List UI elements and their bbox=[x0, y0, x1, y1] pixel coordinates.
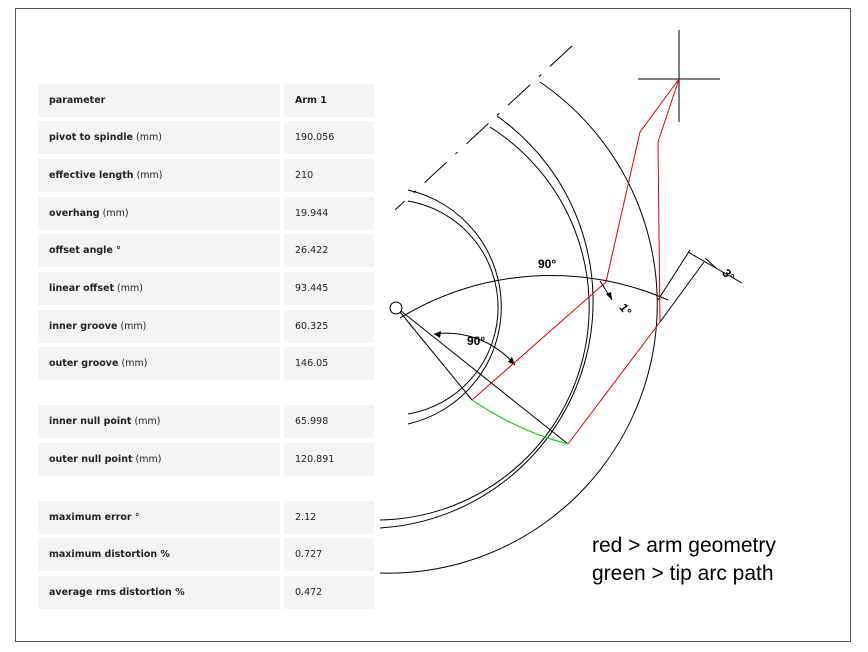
row-label: overhang bbox=[49, 208, 100, 219]
table-row: pivot to spindle (mm) 190.056 bbox=[38, 121, 374, 154]
spindle-to-inner-null-line bbox=[399, 311, 473, 401]
row-value: 0.727 bbox=[284, 538, 374, 571]
row-label-cell: outer groove (mm) bbox=[38, 347, 280, 380]
reference-dashed-line bbox=[394, 45, 573, 211]
angle-label-1deg: 1° bbox=[616, 301, 634, 319]
row-label-cell: inner groove (mm) bbox=[38, 310, 280, 343]
row-label-cell: outer null point (mm) bbox=[38, 443, 280, 476]
row-value: 146.05 bbox=[284, 347, 374, 380]
row-label-cell: average rms distortion % bbox=[38, 576, 280, 609]
row-label-cell: maximum error ° bbox=[38, 501, 280, 534]
angle-label-3deg: 3° bbox=[719, 266, 737, 284]
outer-null-arc bbox=[379, 115, 594, 529]
row-value: 26.422 bbox=[284, 234, 374, 267]
row-label-cell: maximum distortion % bbox=[38, 538, 280, 571]
table-row: outer null point (mm) 120.891 bbox=[38, 443, 374, 476]
header-parameter: parameter bbox=[38, 84, 280, 117]
row-label: maximum distortion % bbox=[49, 549, 170, 560]
row-label: linear offset bbox=[49, 283, 114, 294]
tip-arc-path-green bbox=[471, 399, 569, 445]
row-unit: (mm) bbox=[121, 358, 148, 369]
table-row: overhang (mm) 19.944 bbox=[38, 197, 374, 230]
angle-label-large: 90° bbox=[538, 257, 556, 271]
row-value: 190.056 bbox=[284, 121, 374, 154]
row-label: outer null point bbox=[49, 454, 133, 465]
table-row: average rms distortion % 0.472 bbox=[38, 576, 374, 609]
inner-groove-arc bbox=[407, 189, 502, 425]
row-value: 19.944 bbox=[284, 197, 374, 230]
row-value: 120.891 bbox=[284, 443, 374, 476]
row-unit: (mm) bbox=[102, 208, 129, 219]
row-label: outer groove bbox=[49, 358, 119, 369]
row-label: average rms distortion % bbox=[49, 587, 185, 598]
spindle-to-outer-null-line bbox=[400, 310, 569, 445]
table-row: offset angle ° 26.422 bbox=[38, 234, 374, 267]
row-label-cell: linear offset (mm) bbox=[38, 272, 280, 305]
outer-groove-arc bbox=[379, 81, 658, 574]
row-label-cell: offset angle ° bbox=[38, 234, 280, 267]
angle-arrowhead bbox=[606, 292, 612, 300]
row-value: 210 bbox=[284, 159, 374, 192]
legend-red: red > arm geometry bbox=[592, 534, 776, 557]
row-unit: (mm) bbox=[136, 170, 163, 181]
row-label: pivot to spindle bbox=[49, 132, 133, 143]
header-arm: Arm 1 bbox=[284, 84, 374, 117]
row-unit: (mm) bbox=[134, 416, 161, 427]
row-label-cell: pivot to spindle (mm) bbox=[38, 121, 280, 154]
row-unit: (mm) bbox=[117, 283, 143, 294]
arm-geometry-red bbox=[471, 78, 680, 401]
table-row: inner null point (mm) 65.998 bbox=[38, 405, 374, 438]
angle-arc-small bbox=[433, 332, 516, 366]
row-label: maximum error ° bbox=[49, 512, 140, 523]
row-value: 0.472 bbox=[284, 576, 374, 609]
table-row: maximum error ° 2.12 bbox=[38, 501, 374, 534]
headshell-line-2 bbox=[657, 249, 691, 301]
row-label: offset angle ° bbox=[49, 245, 121, 256]
table-row: inner groove (mm) 60.325 bbox=[38, 310, 374, 343]
dimension-3deg-tick bbox=[704, 257, 717, 269]
row-label: inner groove bbox=[49, 321, 118, 332]
row-unit: (mm) bbox=[136, 132, 162, 143]
headshell-line bbox=[659, 261, 705, 323]
inner-null-arc bbox=[379, 126, 590, 521]
row-label-cell: inner null point (mm) bbox=[38, 405, 280, 438]
arm-geometry-red-2 bbox=[567, 78, 680, 445]
row-label-cell: overhang (mm) bbox=[38, 197, 280, 230]
spindle-circle bbox=[389, 301, 403, 315]
pivot-sweep-arc bbox=[399, 275, 669, 319]
row-value: 60.325 bbox=[284, 310, 374, 343]
row-value: 2.12 bbox=[284, 501, 374, 534]
row-unit: (mm) bbox=[120, 321, 147, 332]
angle-arrowhead bbox=[508, 357, 515, 365]
angle-arrowhead bbox=[434, 331, 441, 338]
table-header-row: parameter Arm 1 bbox=[38, 84, 374, 117]
angle-label-small: 90° bbox=[467, 334, 485, 348]
row-value: 93.445 bbox=[284, 272, 374, 305]
table-row: effective length (mm) 210 bbox=[38, 159, 374, 192]
row-unit: (mm) bbox=[135, 454, 162, 465]
row-value: 65.998 bbox=[284, 405, 374, 438]
row-label: effective length bbox=[49, 170, 134, 181]
table-row: linear offset (mm) 93.445 bbox=[38, 272, 374, 305]
table-row: maximum distortion % 0.727 bbox=[38, 538, 374, 571]
legend-green: green > tip arc path bbox=[592, 562, 774, 585]
row-label-cell: effective length (mm) bbox=[38, 159, 280, 192]
inner-groove-arc-2 bbox=[407, 200, 499, 415]
row-label: inner null point bbox=[49, 416, 132, 427]
table-row: outer groove (mm) 146.05 bbox=[38, 347, 374, 380]
